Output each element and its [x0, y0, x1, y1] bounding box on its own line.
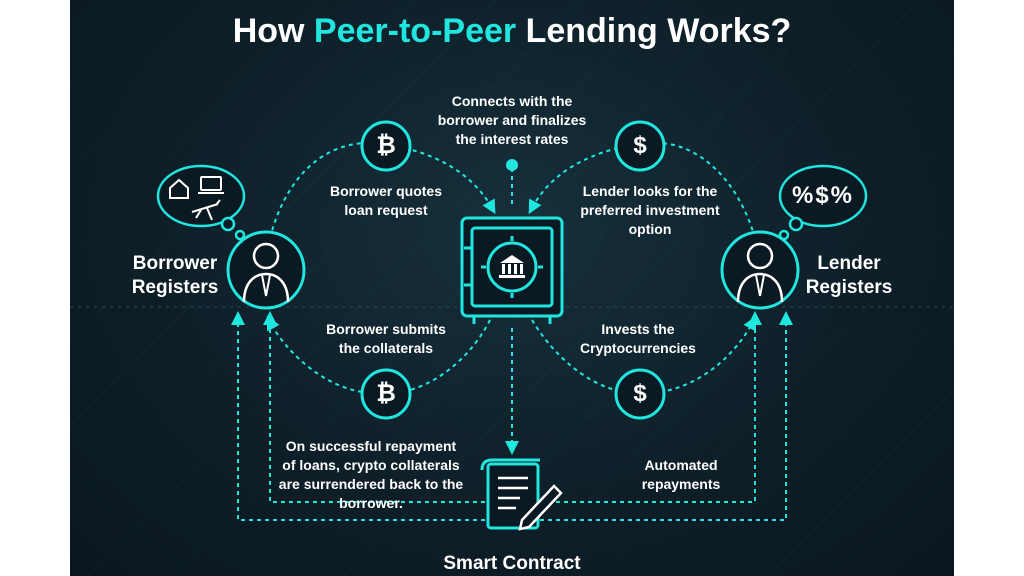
borrower-quote-text: Borrower quotes loan request — [329, 183, 442, 218]
dollar-icon-top: $ — [633, 132, 647, 159]
automated-repayments-text: Automated repayments — [641, 457, 721, 492]
borrower-wish-icons — [169, 176, 224, 221]
connect-dot — [506, 159, 518, 171]
title-suffix: Lending Works? — [516, 12, 792, 50]
lender-label: Lender Registers — [805, 253, 893, 298]
page-title: How Peer-to-Peer Lending Works? — [70, 12, 954, 51]
flow-lender-look — [659, 142, 756, 239]
flow-look-to-safe — [528, 147, 619, 215]
flow-submit-to-borrower — [266, 315, 363, 393]
flow-safe-to-invest — [531, 319, 616, 391]
coin-bitcoin-top — [360, 120, 412, 172]
lender-invest-text: Invests the Cryptocurrencies — [580, 321, 696, 356]
bitcoin-icon-bottom: ₿ — [376, 380, 396, 407]
percent-dollar-icon: %$% — [791, 182, 855, 209]
contract-icon — [480, 458, 563, 531]
diagram-graphics — [70, 120, 954, 531]
title-highlight: Peer-to-Peer — [313, 12, 517, 50]
flow-quote-to-safe — [404, 147, 496, 215]
diagram-canvas: How Peer-to-Peer Lending Works? — [70, 0, 954, 576]
coin-dollar-top — [614, 120, 666, 172]
repayment-text: On successful repayment of loans, crypto… — [278, 438, 464, 511]
lender-thought-bubble — [778, 164, 868, 241]
connects-text: Connects with the borrower and finalizes… — [437, 93, 587, 147]
lender-look-text: Lender looks for the preferred investmen… — [580, 183, 720, 237]
flow-invest-to-lender — [659, 315, 757, 393]
bank-icon — [499, 255, 525, 278]
flow-repay-lender — [540, 311, 762, 503]
contract-label: Smart Contract — [443, 553, 581, 574]
flow-contract-to-borrower — [231, 311, 485, 521]
coin-dollar-bottom — [614, 368, 666, 420]
flow-borrower-quote — [269, 142, 366, 239]
dollar-icon-bottom: $ — [633, 380, 647, 407]
flow-repay-borrower — [263, 311, 485, 503]
bitcoin-icon-top: ₿ — [376, 132, 396, 159]
coin-bitcoin-bottom — [360, 368, 412, 420]
title-prefix: How — [232, 12, 314, 50]
lender-avatar — [720, 230, 800, 310]
borrower-label: Borrower Registers — [131, 253, 219, 298]
flow-safe-to-submit — [409, 319, 491, 391]
flow-contract-to-lender — [540, 311, 793, 521]
vault-icon — [460, 216, 564, 324]
borrower-submit-text: Borrower submits the collaterals — [326, 321, 446, 356]
borrower-avatar — [226, 230, 306, 310]
